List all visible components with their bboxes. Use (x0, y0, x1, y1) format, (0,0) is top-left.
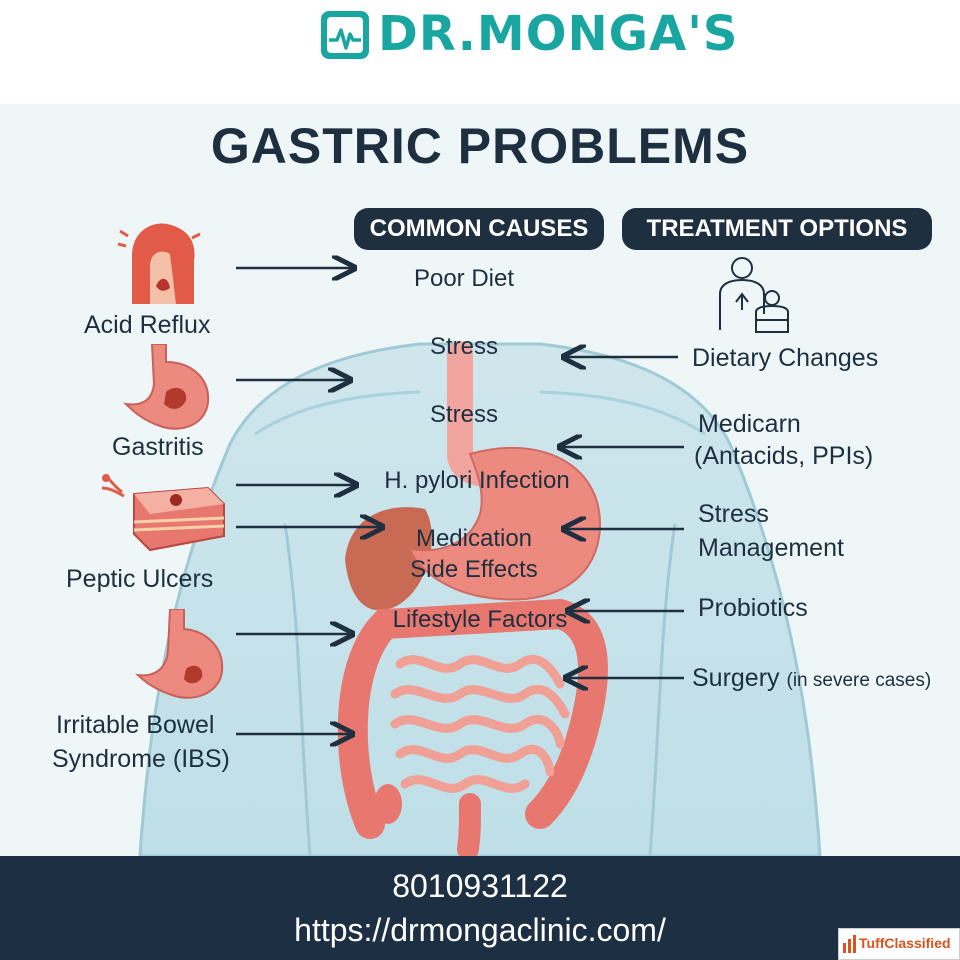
cause-medication-line2: Side Effects (410, 556, 538, 583)
watermark-badge: TuffClassified (838, 928, 960, 960)
cause-lifestyle: Lifestyle Factors (392, 606, 568, 633)
doctor-patient-icon (719, 257, 789, 333)
treatment-surgery: Surgery (in severe cases) (692, 662, 931, 697)
treatment-probiotics: Probiotics (698, 594, 808, 622)
connector-arrows (236, 104, 684, 856)
watermark-text: TuffClassified (859, 933, 951, 953)
treatment-stress-line2: Management (698, 534, 844, 562)
treatment-dietary-changes: Dietary Changes (692, 344, 879, 372)
treatment-medication-line2: (Antacids, PPIs) (694, 442, 874, 470)
acid-reflux-icon (117, 223, 201, 304)
stomach-lining-ulcer-icon (101, 474, 225, 552)
cause-stress-1: Stress (429, 333, 498, 360)
stomach-gastritis-icon (123, 344, 210, 430)
cause-medication-line1: Medication (415, 525, 533, 552)
common-causes-header: COMMON CAUSES (354, 208, 604, 250)
phone-number[interactable]: 8010931122 (392, 868, 568, 904)
cause-stress-2: Stress (429, 401, 498, 428)
treatment-options-header: TREATMENT OPTIONS (622, 208, 932, 250)
condition-ibs-line2: Syndrome (IBS) (52, 745, 230, 773)
condition-ibs-line1: Irritable Bowel (56, 711, 215, 739)
heartbeat-logo-icon (320, 10, 370, 60)
treatment-surgery-note: (in severe cases) (786, 670, 932, 691)
treatment-surgery-label: Surgery (692, 664, 780, 692)
watermark-part1: Tuff (859, 935, 885, 951)
bar-chart-icon (843, 935, 856, 953)
page-title: GASTRIC PROBLEMS (210, 118, 750, 174)
brand-name: DR.MONGA'S (378, 6, 739, 62)
torso-illustration (138, 341, 822, 856)
stomach-ibs-icon (135, 609, 224, 699)
main-infographic: GASTRIC PROBLEMS COMMON CAUSES TREATMENT… (0, 104, 960, 856)
treatment-stress-line1: Stress (698, 500, 769, 528)
cause-h-pylori: H. pylori Infection (384, 467, 570, 494)
condition-acid-reflux: Acid Reflux (84, 311, 211, 339)
footer: 8010931122 https://drmongaclinic.com/ Tu… (0, 856, 960, 960)
condition-gastritis: Gastritis (112, 433, 204, 461)
watermark-part2: Classified (884, 935, 951, 951)
condition-peptic-ulcers: Peptic Ulcers (66, 565, 214, 593)
website-link[interactable]: https://drmongaclinic.com/ (294, 912, 666, 948)
header: DR.MONGA'S (0, 0, 960, 104)
cause-poor-diet: Poor Diet (413, 265, 515, 292)
treatment-medication-line1: Medicarn (698, 410, 801, 438)
